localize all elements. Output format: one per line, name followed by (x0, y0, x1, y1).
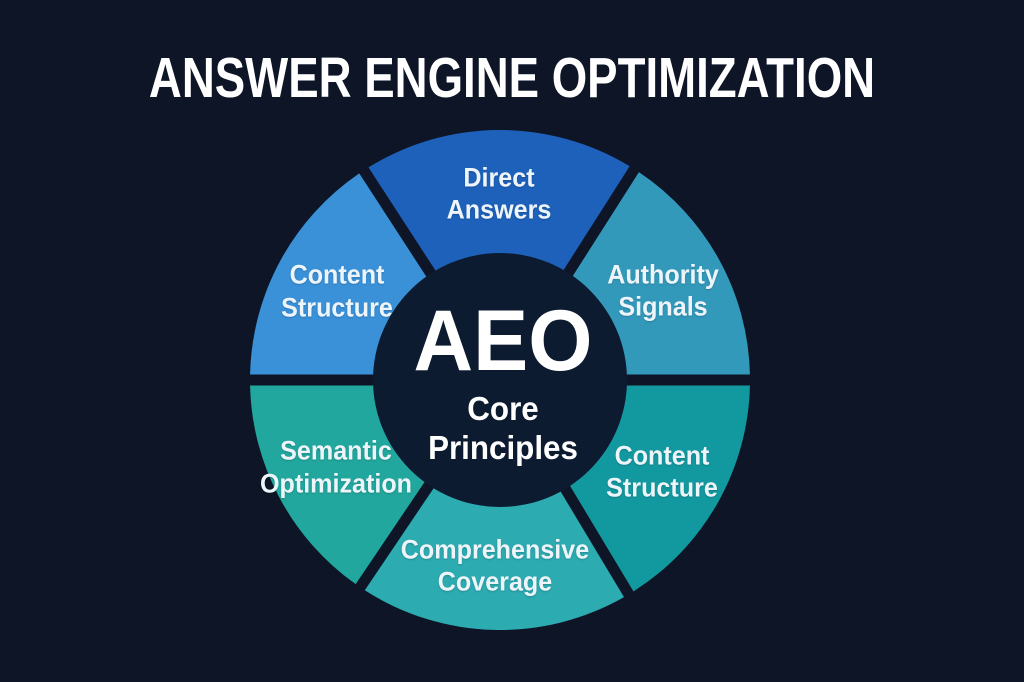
center-acronym: AEO (413, 293, 593, 390)
label-line: Optimization (259, 468, 412, 499)
segment-semantic-optimization (250, 385, 428, 585)
label-line: Authority (607, 259, 719, 290)
segment-direct-answers (368, 130, 630, 275)
label-line: Coverage (437, 566, 553, 597)
label-line: Comprehensive (400, 534, 590, 565)
segment-authority-signals (570, 172, 750, 375)
segment-content-structure-left (250, 173, 430, 375)
label-line: Direct (463, 162, 535, 193)
label-line: Semantic (279, 435, 392, 466)
label-line: Answers (446, 195, 552, 225)
center-subtitle-line1: Core (467, 390, 539, 428)
segment-comprehensive-coverage (364, 484, 625, 630)
page-title: ANSWER ENGINE OPTIMIZATION (148, 46, 876, 110)
label-line: Content (614, 440, 710, 471)
center-circle (373, 253, 627, 507)
label-line: Signals (618, 291, 708, 322)
label-line: Structure (280, 292, 393, 323)
label-line: Structure (606, 472, 718, 503)
label-line: Content (289, 259, 384, 290)
center-text: AEO Core Principles (410, 298, 596, 468)
donut-ring (250, 130, 750, 630)
center-subtitle-line2: Principles (428, 429, 578, 466)
